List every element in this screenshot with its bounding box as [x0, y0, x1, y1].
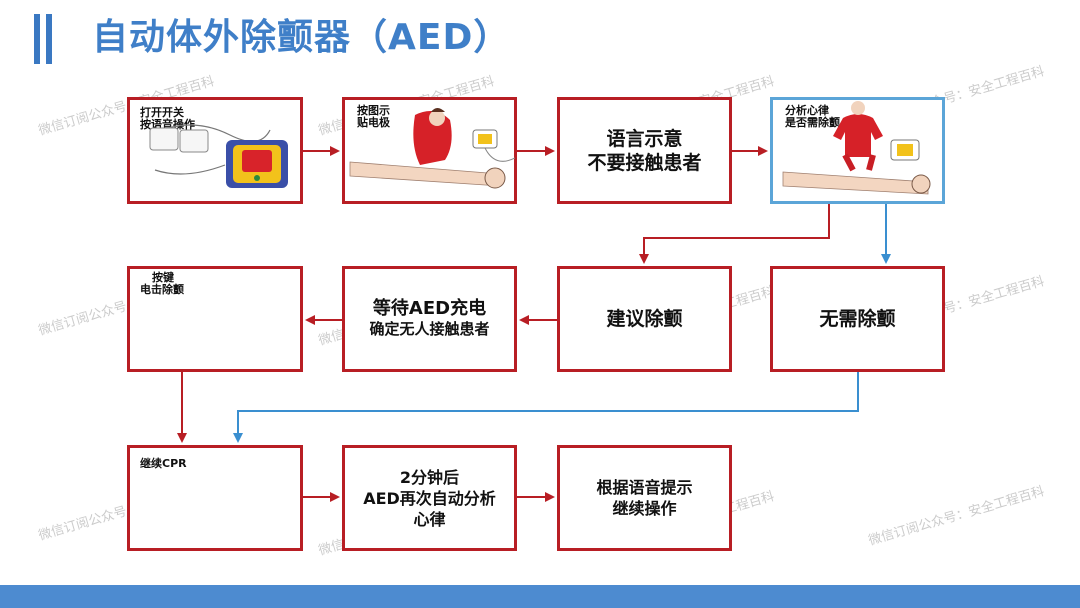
step-power-on-box: 打开开关 按语音操作 [127, 97, 303, 204]
rescuer-attach-pads-illustration [349, 108, 515, 189]
step-no-shock-line1: 无需除颤 [819, 308, 896, 330]
step-follow-voice-line2: 继续操作 [612, 499, 677, 518]
step-attach-pads-box: 按图示 贴电极 [342, 97, 517, 204]
arrow-analyze-to-shock [639, 204, 830, 264]
step-analyze-rhythm-line1: 分析心律 [785, 104, 829, 117]
step-follow-voice-label: 根据语音提示 继续操作 [560, 448, 729, 548]
step-shock-advised-label: 建议除颤 [560, 269, 729, 369]
step-voice-prompt-box: 语言示意 不要接触患者 [557, 97, 732, 204]
step-attach-pads-label: 按图示 贴电极 [357, 105, 390, 129]
aed-device-illustration [149, 124, 288, 188]
step-reanalyze-line3: 心律 [413, 509, 446, 529]
step-follow-voice-box: 根据语音提示 继续操作 [557, 445, 732, 551]
step-wait-charge-line2: 确定无人接触患者 [369, 320, 490, 338]
step-reanalyze-line2: AED再次自动分析 [363, 488, 496, 508]
step-analyze-rhythm-label: 分析心律 是否需除颤 [785, 105, 840, 129]
step-reanalyze-line1: 2分钟后 [399, 467, 460, 487]
step-power-on-line1: 打开开关 [140, 106, 184, 119]
step-wait-charge-label: 等待AED充电 确定无人接触患者 [345, 269, 514, 369]
step-attach-pads-line1: 按图示 [357, 104, 390, 117]
footer-bar [0, 585, 1080, 608]
arrow-noshock-to-cpr [233, 372, 859, 443]
step-voice-prompt-line1: 语言示意 [606, 127, 683, 150]
step-wait-charge-line1: 等待AED充电 [372, 298, 487, 319]
step-shock-advised-box: 建议除颤 [557, 266, 732, 372]
rescuer-analyze-illustration [782, 101, 931, 195]
step-analyze-rhythm-line2: 是否需除颤 [785, 116, 840, 129]
step-continue-cpr-box: 继续CPR [127, 445, 303, 551]
step-reanalyze-label: 2分钟后 AED再次自动分析 心律 [345, 448, 514, 548]
step-no-shock-box: 无需除颤 [770, 266, 945, 372]
step-continue-cpr-line1: 继续CPR [140, 457, 187, 470]
step-press-shock-label: 按键 电击除颤 [140, 272, 184, 296]
step-wait-charge-box: 等待AED充电 确定无人接触患者 [342, 266, 517, 372]
step-shock-advised-line1: 建议除颤 [606, 308, 683, 330]
step-follow-voice-line1: 根据语音提示 [596, 478, 693, 497]
step-no-shock-label: 无需除颤 [773, 269, 942, 369]
page-title: 自动体外除颤器（AED） [92, 17, 511, 58]
step-press-shock-box: 按键 电击除颤 [127, 266, 303, 372]
title-bars-decoration [34, 14, 64, 64]
step-attach-pads-line2: 贴电极 [357, 116, 390, 129]
step-voice-prompt-label: 语言示意 不要接触患者 [560, 100, 729, 201]
step-analyze-rhythm-box: 分析心律 是否需除颤 [770, 97, 945, 204]
step-press-shock-line1: 按键 [152, 271, 174, 284]
step-voice-prompt-line2: 不要接触患者 [587, 151, 702, 174]
step-reanalyze-box: 2分钟后 AED再次自动分析 心律 [342, 445, 517, 551]
step-continue-cpr-label: 继续CPR [140, 458, 187, 470]
step-press-shock-line2: 电击除颤 [140, 283, 184, 296]
